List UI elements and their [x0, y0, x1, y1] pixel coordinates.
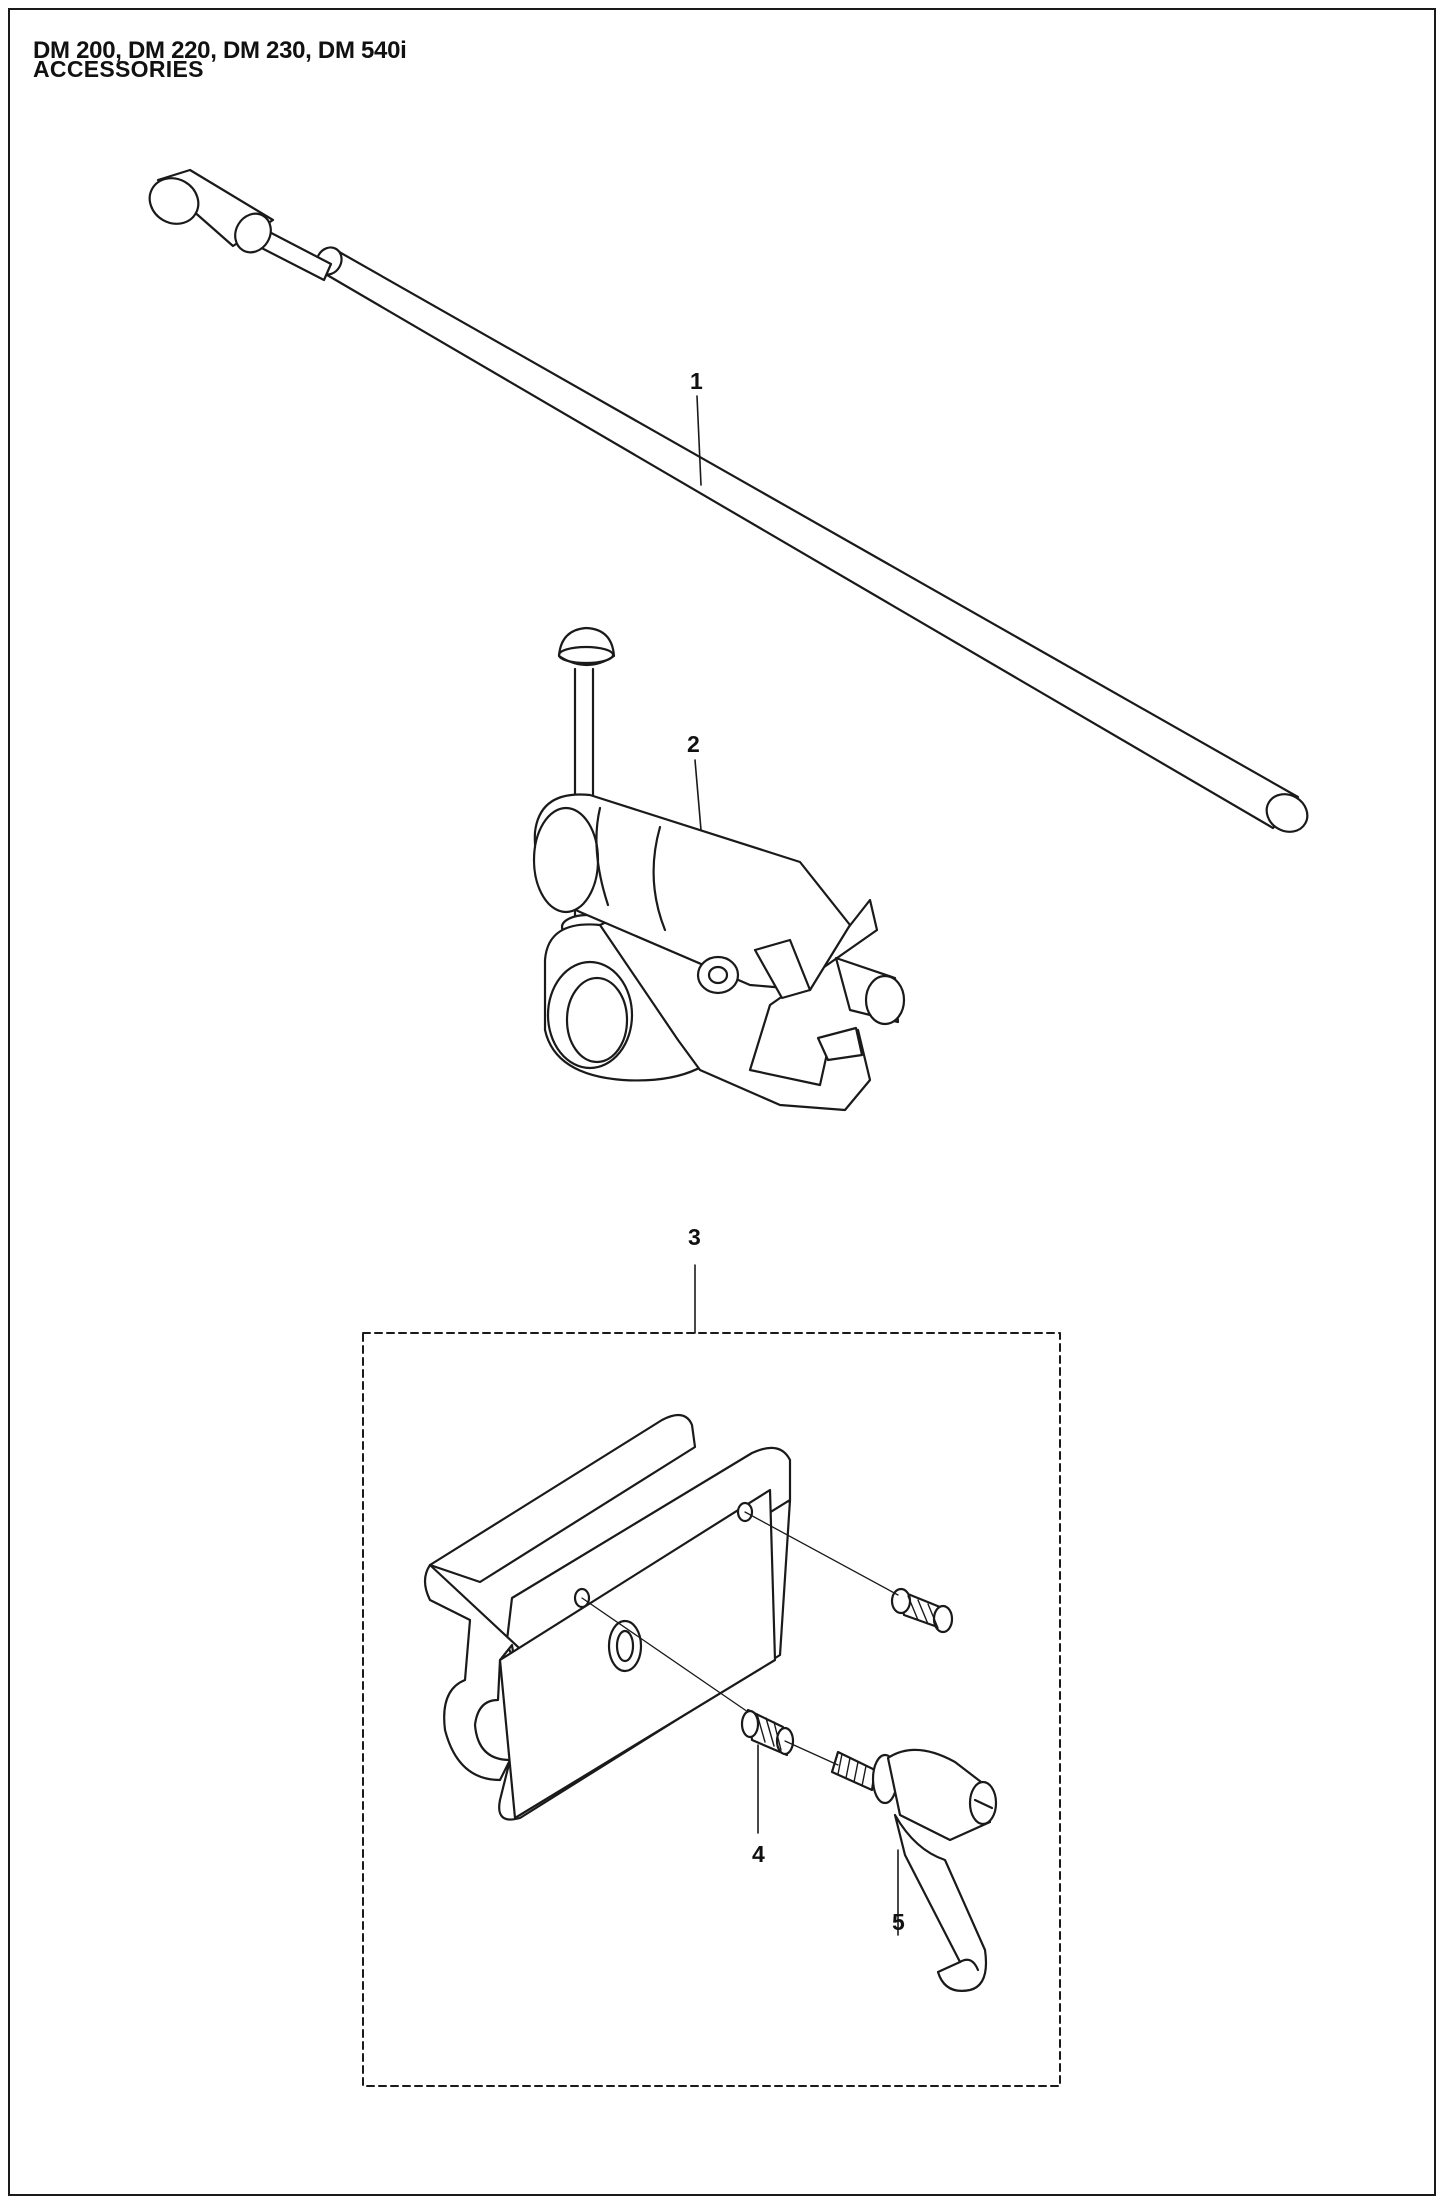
pipe-clamp-icon: [532, 626, 906, 1112]
callout-5: 5: [892, 1909, 905, 1935]
extension-rod-icon: [148, 168, 1309, 833]
section-title: ACCESSORIES: [33, 56, 204, 82]
callout-2: 2: [687, 731, 700, 757]
set-screw-icon: [740, 1587, 954, 1757]
kit-bracket-icon: [423, 1413, 792, 1821]
model-list: DM 200, DM 220, DM 230, DM 540i: [33, 37, 407, 64]
callout-4: 4: [752, 1841, 765, 1867]
callout-labels: 1 2 3 4 5: [687, 368, 905, 1935]
page-frame: [8, 8, 1436, 2196]
leader-lines: [581, 395, 899, 1936]
callout-1: 1: [690, 368, 703, 394]
lever-handle-icon: [830, 1748, 998, 1992]
callout-3: 3: [688, 1224, 701, 1250]
kit-border: [362, 1332, 1061, 2087]
